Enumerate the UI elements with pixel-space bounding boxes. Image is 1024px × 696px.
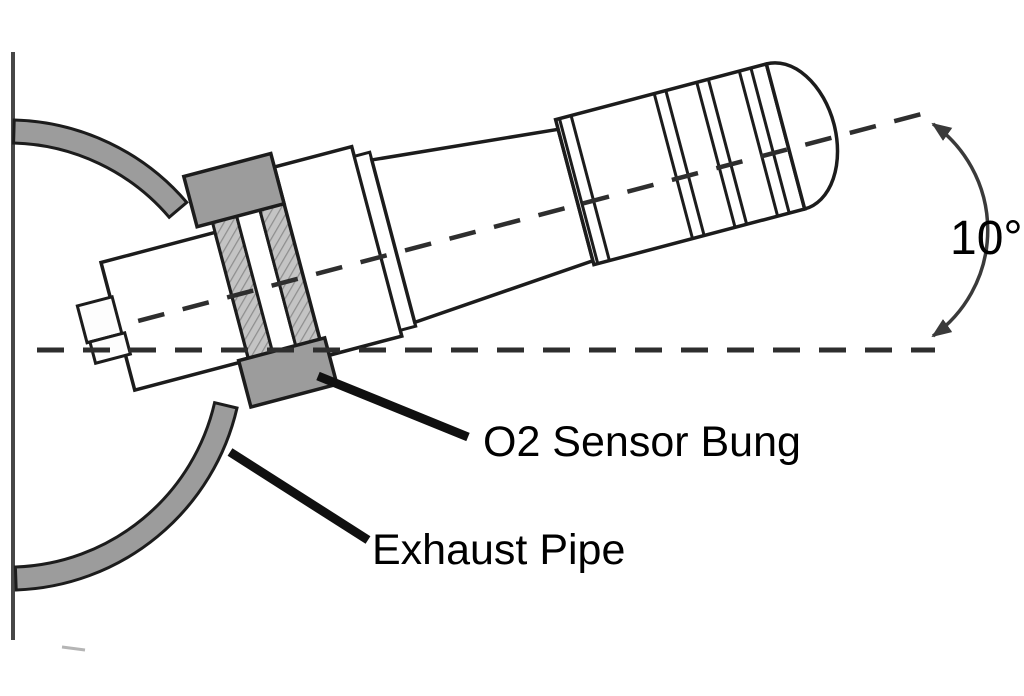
connector-rib — [664, 90, 706, 236]
o2-sensor — [75, 61, 937, 410]
connector-rib — [706, 78, 749, 225]
angle-label: 10° — [950, 212, 1023, 265]
connector-rib — [652, 93, 694, 239]
connector-rib — [695, 81, 737, 228]
leader-line-bung — [316, 371, 470, 442]
connector-barrel — [553, 61, 807, 267]
bung-block-upper — [181, 151, 287, 229]
connector-rib — [569, 115, 611, 261]
exhaust-pipe-arc-upper — [12, 118, 189, 220]
connector-rib — [558, 118, 600, 265]
leader-line-pipe — [227, 448, 371, 544]
label-exhaust-pipe: Exhaust Pipe — [372, 526, 625, 574]
stray-mark — [61, 645, 86, 652]
connector-rib — [737, 70, 780, 217]
connector-rib — [749, 67, 791, 214]
label-o2-sensor-bung: O2 Sensor Bung — [483, 418, 801, 466]
angle-dimension-arc — [931, 122, 990, 338]
connector-ribs — [558, 67, 791, 265]
sensor-tip-lower — [88, 330, 133, 366]
exhaust-pipe-arc-lower — [13, 400, 239, 592]
connector-cap — [764, 61, 840, 212]
